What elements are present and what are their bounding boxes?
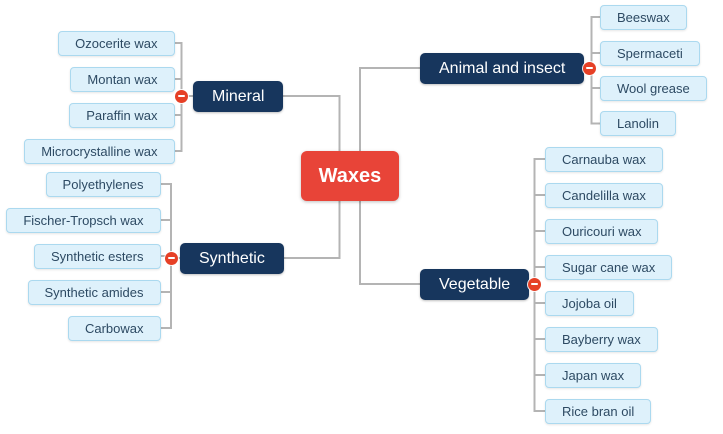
node-animal-and-insect[interactable]: Animal and insect bbox=[420, 52, 585, 84]
node-spermaceti[interactable]: Spermaceti bbox=[600, 40, 700, 66]
node-synthetic[interactable]: Synthetic bbox=[180, 242, 284, 274]
node-vegetable[interactable]: Vegetable bbox=[420, 268, 530, 300]
node-synthetic-amides[interactable]: Synthetic amides bbox=[27, 279, 161, 305]
node-jojoba-oil[interactable]: Jojoba oil bbox=[545, 290, 634, 316]
node-montan-wax[interactable]: Montan wax bbox=[70, 66, 175, 92]
node-wool-grease[interactable]: Wool grease bbox=[600, 75, 707, 101]
node-japan-wax[interactable]: Japan wax bbox=[545, 362, 642, 388]
minus-icon[interactable] bbox=[175, 89, 188, 103]
node-lanolin[interactable]: Lanolin bbox=[600, 111, 676, 136]
node-ozocerite-wax[interactable]: Ozocerite wax bbox=[58, 30, 175, 56]
node-polyethylenes[interactable]: Polyethylenes bbox=[45, 171, 161, 197]
minus-icon[interactable] bbox=[164, 251, 178, 265]
node-synthetic-esters[interactable]: Synthetic esters bbox=[34, 243, 161, 269]
node-rice-bran-oil[interactable]: Rice bran oil bbox=[545, 398, 652, 424]
node-carnauba-wax[interactable]: Carnauba wax bbox=[545, 146, 663, 172]
node-fischer-tropsch-wax[interactable]: Fischer-Tropsch wax bbox=[6, 207, 161, 233]
minus-icon[interactable] bbox=[583, 61, 596, 75]
minus-icon[interactable] bbox=[528, 277, 541, 291]
node-carbowax[interactable]: Carbowax bbox=[67, 315, 161, 341]
node-ouricouri-wax[interactable]: Ouricouri wax bbox=[545, 218, 659, 244]
node-sugar-cane-wax[interactable]: Sugar cane wax bbox=[545, 254, 673, 280]
node-paraffin-wax[interactable]: Paraffin wax bbox=[69, 102, 175, 128]
node-waxes-root[interactable]: Waxes bbox=[301, 151, 399, 201]
node-bayberry-wax[interactable]: Bayberry wax bbox=[545, 326, 658, 352]
node-microcrystalline-wax[interactable]: Microcrystalline wax bbox=[24, 138, 175, 164]
node-mineral[interactable]: Mineral bbox=[193, 80, 284, 112]
node-beeswax[interactable]: Beeswax bbox=[600, 4, 687, 30]
node-candelilla-wax[interactable]: Candelilla wax bbox=[545, 182, 663, 208]
